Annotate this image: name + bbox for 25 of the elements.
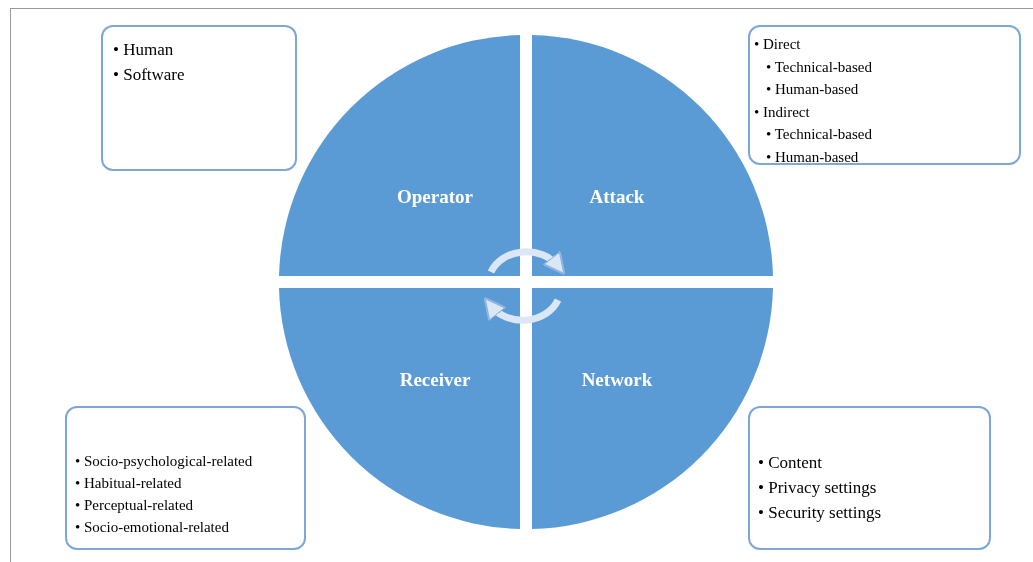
bullet-item: • Human-based [765,147,860,167]
bullet-item: • Habitual-related [75,474,183,493]
sector-label: Operator [397,186,473,208]
bullet-item: • Direct [754,35,802,54]
bullet-item: • Software [113,64,185,86]
cycle-arrow [487,248,567,275]
bullet-item: • Content [758,452,824,474]
bullet-item: • Perceptual-related [75,496,195,515]
bullet-item: • Socio-psychological-related [75,452,253,471]
text-box [748,25,1021,165]
sector-label: Attack [589,186,645,208]
bullet-item: • Indirect [754,102,811,122]
bullet-item: • Technical-based [765,57,872,77]
text-box [101,25,297,171]
bullet-item: • Socio-emotional-related [75,518,230,537]
bullet-item: • Privacy settings [758,477,878,499]
bullet-item: • Technical-based [765,125,872,144]
bullet-item: • Human-based [765,80,860,99]
sector-label: Receiver [399,369,471,391]
text-box [65,406,306,550]
bullet-item: • Human [113,39,175,61]
text-box [748,406,991,550]
bullet-item: • Security settings [758,502,882,524]
sector-label: Network [581,369,653,391]
cycle-arrow [482,297,562,324]
